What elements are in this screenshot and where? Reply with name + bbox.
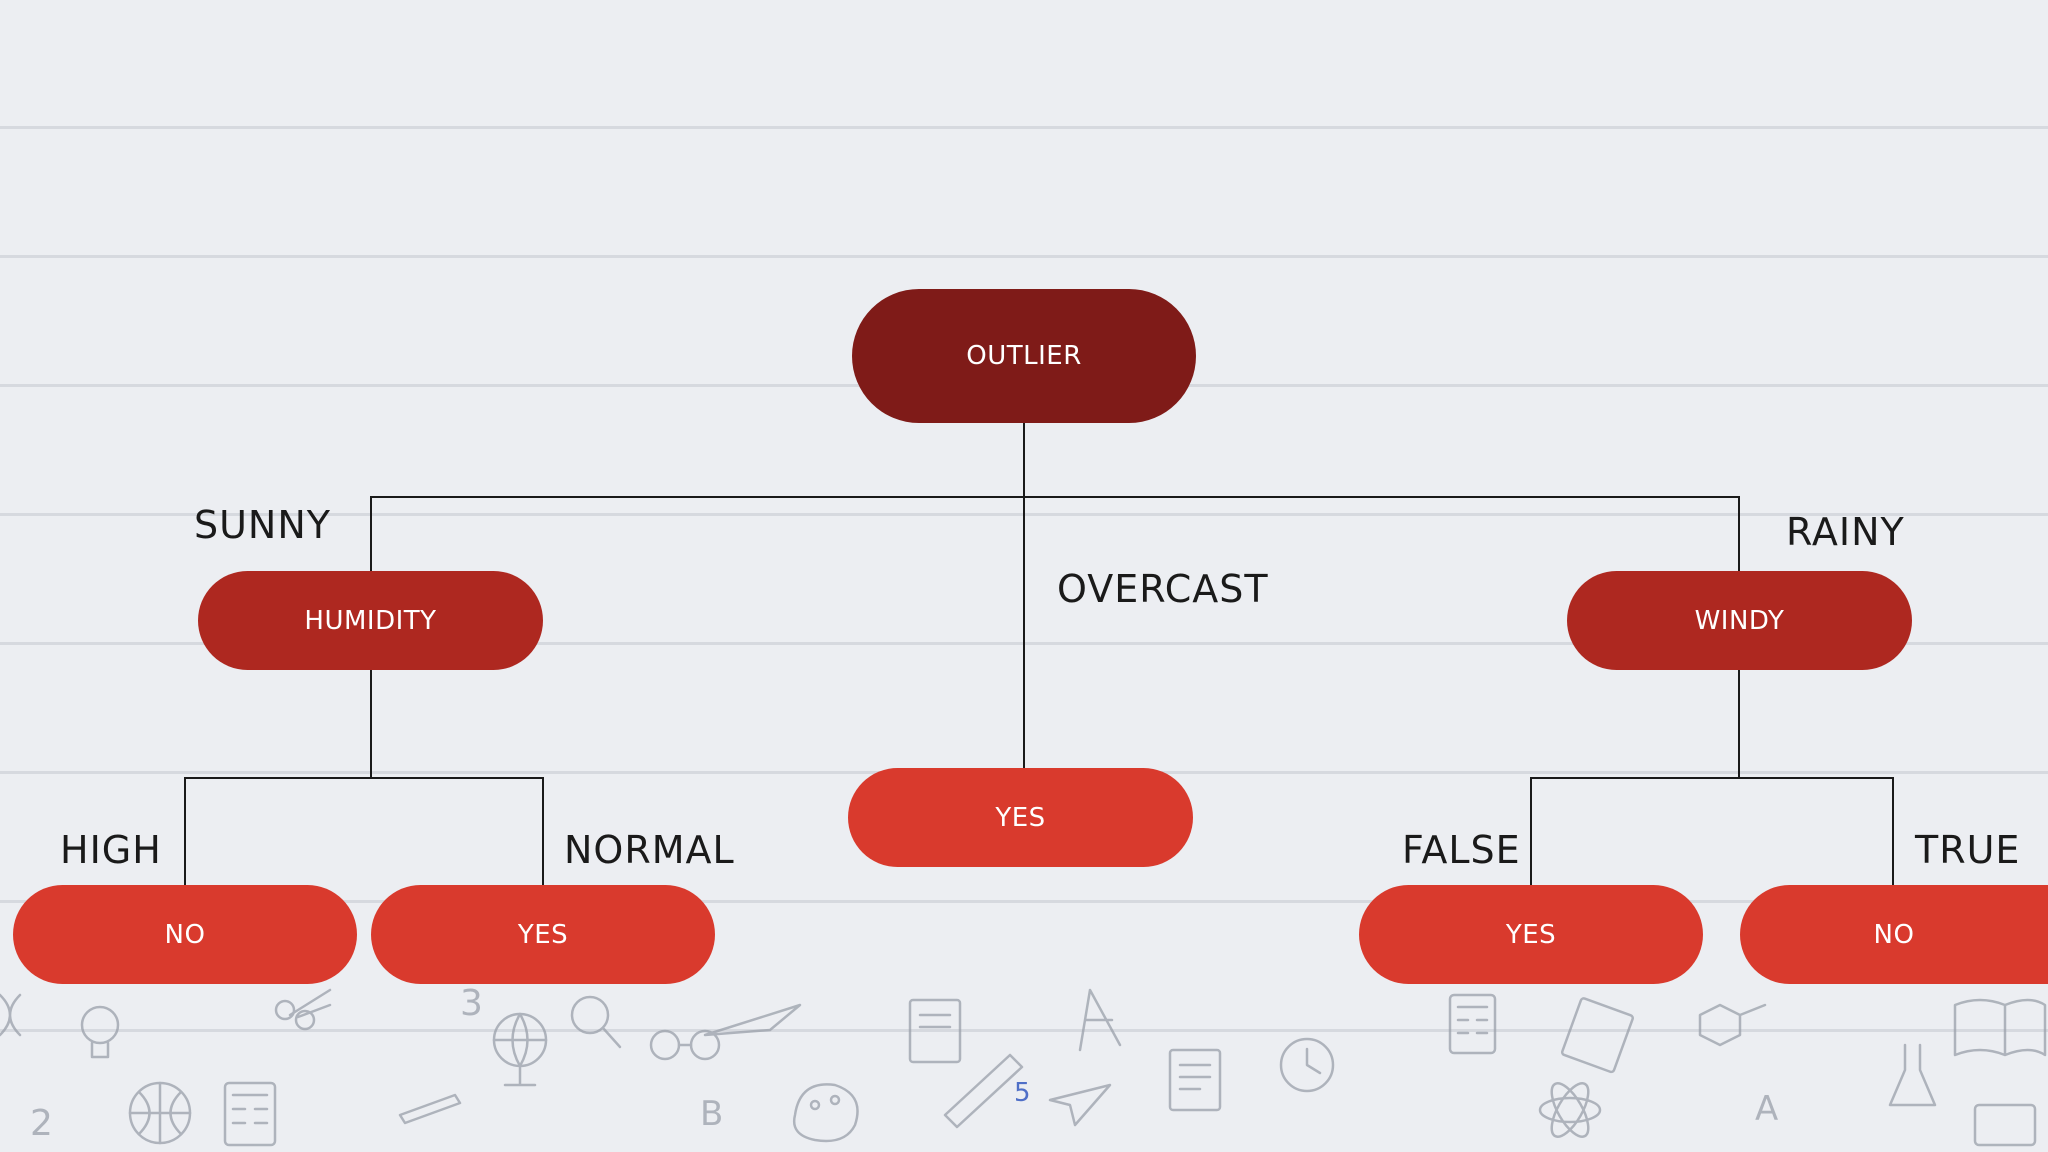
root-node-label: OUTLIER bbox=[966, 341, 1082, 371]
leaf-node-true-no: NO bbox=[1740, 885, 2048, 984]
book-icon bbox=[908, 998, 962, 1064]
edge-label-rainy: RAINY bbox=[1786, 510, 1905, 554]
edge-label-false: FALSE bbox=[1402, 828, 1521, 872]
palette-icon bbox=[792, 1083, 859, 1143]
dna-icon bbox=[0, 993, 22, 1037]
scissors-icon bbox=[274, 988, 332, 1031]
flask-icon bbox=[1888, 1043, 1937, 1107]
windy-node-label: WINDY bbox=[1694, 605, 1785, 636]
page-number: 5 bbox=[1014, 1078, 1031, 1108]
open-book-icon bbox=[1953, 998, 2047, 1057]
edge-label-sunny: SUNNY bbox=[194, 503, 331, 547]
decision-node-windy: WINDY bbox=[1567, 571, 1912, 670]
lightbulb-icon bbox=[80, 1005, 120, 1059]
school-doodles-decoration: 2 3 B A bbox=[0, 985, 2047, 1147]
atom-icon bbox=[1538, 1082, 1602, 1138]
ruler-triangle-icon bbox=[703, 1003, 802, 1037]
true-leaf-label: NO bbox=[1873, 919, 1915, 950]
overcast-leaf-label: YES bbox=[995, 802, 1046, 833]
decision-node-humidity: HUMIDITY bbox=[198, 571, 543, 670]
globe-icon bbox=[492, 1012, 548, 1087]
connector-humidity-to-no bbox=[184, 670, 372, 885]
connector-windy-to-yes bbox=[1530, 670, 1740, 885]
doodle-digit-3: 3 bbox=[460, 985, 483, 1024]
clock-icon bbox=[1279, 1037, 1335, 1093]
ruler-icon bbox=[943, 1053, 1024, 1129]
connector-root-to-humidity bbox=[370, 422, 1025, 571]
edge-label-true: TRUE bbox=[1915, 828, 2021, 872]
connector-root-to-windy bbox=[1024, 496, 1740, 571]
normal-leaf-label: YES bbox=[517, 919, 569, 950]
humidity-node-label: HUMIDITY bbox=[304, 605, 437, 636]
notepad-icon bbox=[1560, 997, 1634, 1074]
pencil-icon bbox=[398, 1093, 462, 1125]
calculator-icon-2 bbox=[1448, 993, 1497, 1055]
molecule-icon bbox=[1698, 1003, 1767, 1047]
false-leaf-label: YES bbox=[1505, 919, 1557, 950]
edge-label-high: HIGH bbox=[60, 828, 162, 872]
doodle-letter-a: A bbox=[1755, 1089, 1778, 1129]
paper-plane-icon bbox=[1048, 1083, 1112, 1127]
glasses-icon bbox=[649, 1029, 721, 1061]
connector-windy-to-no bbox=[1739, 777, 1894, 885]
edge-label-normal: NORMAL bbox=[564, 828, 735, 872]
root-node-outlier: OUTLIER bbox=[852, 289, 1196, 423]
connector-humidity-to-yes bbox=[371, 777, 544, 885]
magnifier-icon bbox=[570, 995, 622, 1049]
doodle-digit-2: 2 bbox=[30, 1103, 53, 1144]
compass-icon bbox=[1078, 988, 1122, 1052]
edge-label-overcast: OVERCAST bbox=[1057, 567, 1269, 611]
calculator-icon bbox=[223, 1081, 277, 1147]
laptop-icon bbox=[1973, 1103, 2037, 1147]
doodle-letter-b: B bbox=[700, 1094, 723, 1134]
leaf-node-high-no: NO bbox=[13, 885, 357, 984]
notebook-icon bbox=[1168, 1048, 1222, 1112]
leaf-node-normal-yes: YES bbox=[371, 885, 715, 984]
high-leaf-label: NO bbox=[164, 919, 206, 950]
basketball-icon bbox=[128, 1081, 192, 1145]
leaf-node-overcast-yes: YES bbox=[848, 768, 1193, 867]
leaf-node-false-yes: YES bbox=[1359, 885, 1703, 984]
